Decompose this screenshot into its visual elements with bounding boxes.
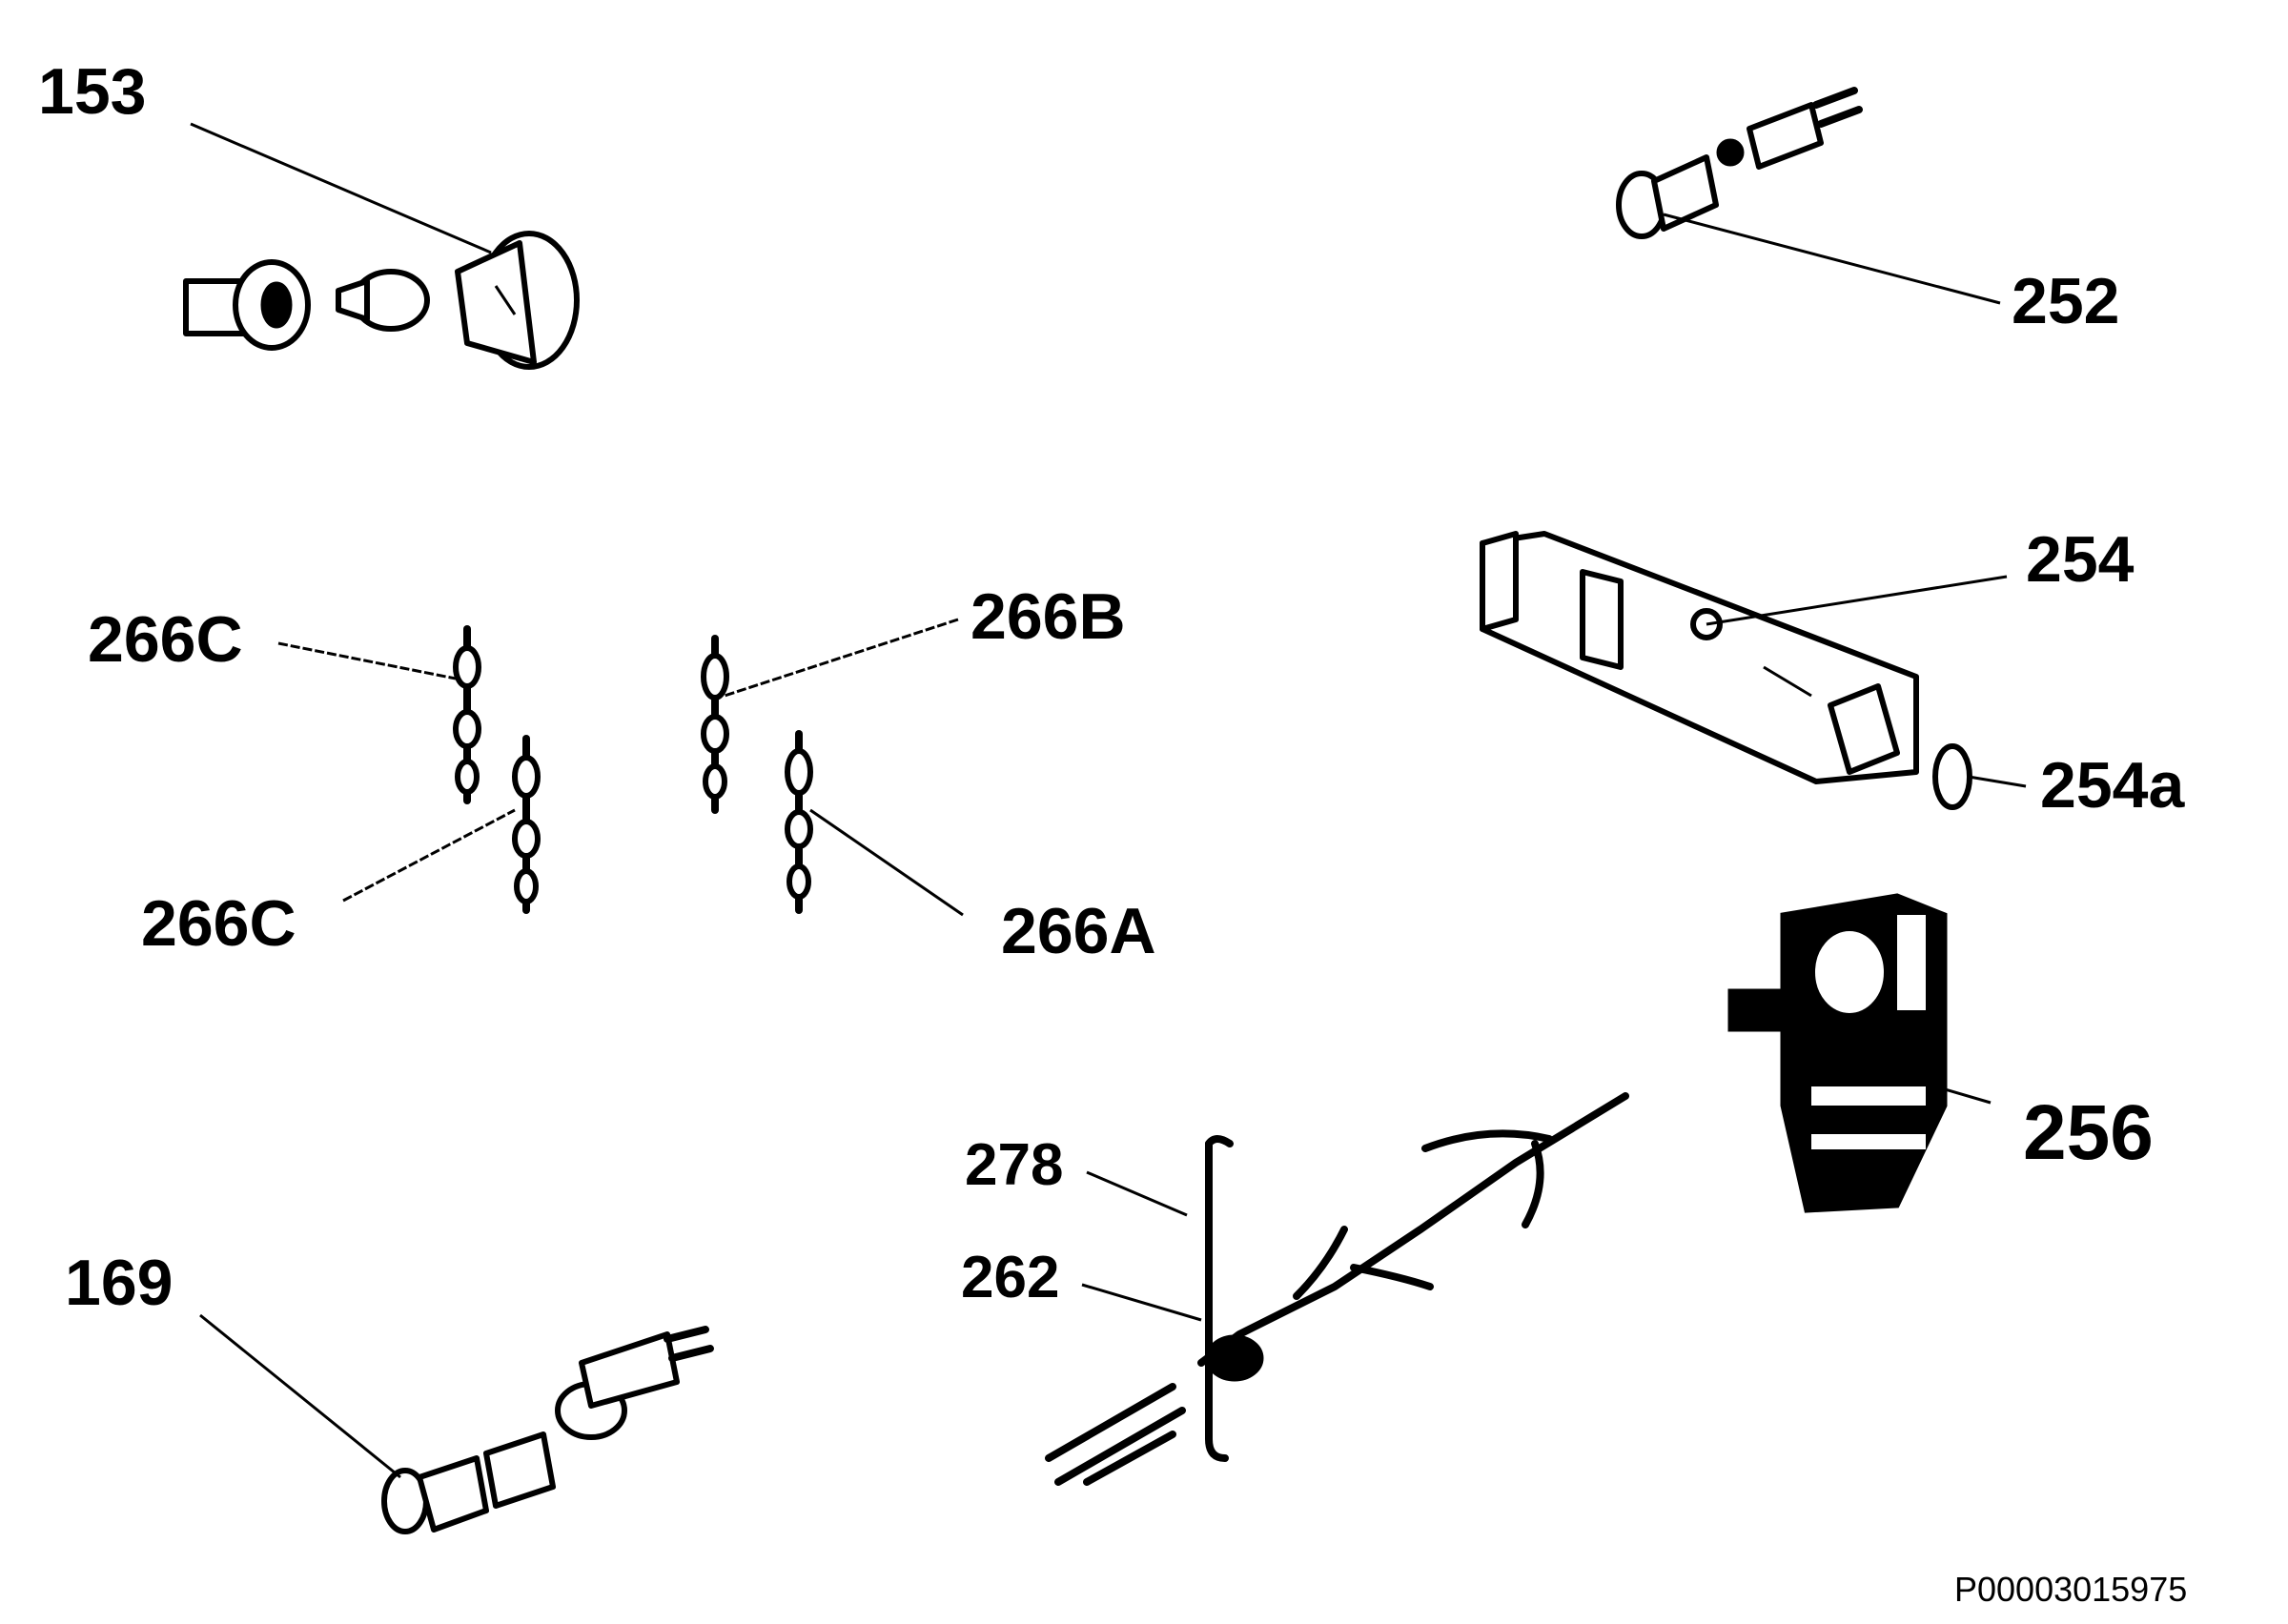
leader-266a	[809, 808, 964, 917]
part-266a-electrode	[785, 730, 813, 914]
part-254-ignition-unit	[1480, 531, 1972, 810]
leader-256	[1934, 1085, 1992, 1105]
label-153: 153	[38, 55, 147, 128]
label-266c-bottom: 266C	[141, 887, 296, 960]
leader-266c-top	[277, 641, 457, 680]
label-254: 254	[2026, 523, 2135, 596]
label-254a: 254a	[2040, 749, 2185, 822]
leader-278	[1086, 1170, 1188, 1217]
leader-262	[1081, 1283, 1202, 1322]
label-266c-top: 266C	[88, 603, 243, 676]
part-153-knob	[183, 231, 580, 370]
leader-252	[1663, 213, 2001, 305]
part-266b-electrode	[701, 635, 729, 814]
label-256: 256	[2023, 1089, 2154, 1176]
leader-254	[1706, 575, 2008, 626]
part-266c-electrode-bottom	[512, 735, 541, 914]
label-262: 262	[961, 1245, 1060, 1310]
part-266c-electrode-top	[453, 625, 481, 804]
label-266b: 266B	[970, 580, 1126, 653]
leader-153	[190, 122, 492, 254]
leader-254a	[1968, 775, 2027, 788]
leader-169	[199, 1313, 401, 1479]
label-252: 252	[2012, 265, 2120, 337]
part-262-278-burner-assembly	[1045, 1092, 1629, 1486]
leader-266b	[724, 618, 959, 698]
label-278: 278	[965, 1132, 1064, 1198]
part-252-switch	[1616, 87, 1863, 239]
part-169-connector	[381, 1326, 714, 1534]
document-id: P00003015975	[1954, 1570, 2188, 1609]
part-256-valve	[1727, 893, 1948, 1213]
label-266a: 266A	[1001, 895, 1156, 967]
label-169: 169	[65, 1247, 174, 1319]
leader-266c-bottom	[342, 808, 516, 903]
